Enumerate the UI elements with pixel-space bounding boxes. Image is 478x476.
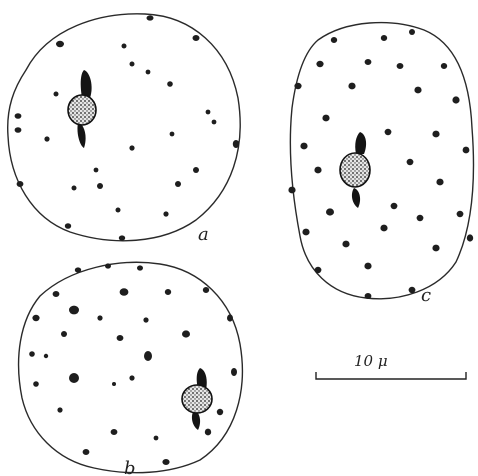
panel-label-c: c (421, 285, 431, 306)
cell-a: a (8, 14, 240, 245)
cell-b: b (19, 262, 243, 476)
scale-bar-line (316, 372, 466, 379)
scale-bar: 10 μ (316, 352, 466, 379)
scale-bar-label: 10 μ (354, 352, 388, 370)
cell-b-outline (19, 262, 243, 472)
panel-label-b: b (124, 458, 136, 476)
cell-c: c (288, 23, 473, 306)
panel-label-a: a (198, 224, 209, 245)
